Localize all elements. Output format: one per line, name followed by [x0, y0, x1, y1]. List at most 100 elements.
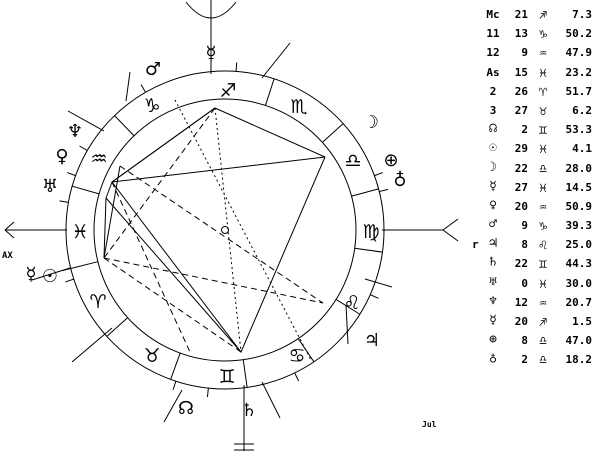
row-sign-icon: ♒	[539, 46, 547, 62]
table-row: ♀20♒50.9	[472, 198, 597, 219]
row-sign-icon: ♑	[539, 219, 547, 235]
sign-divider	[170, 352, 181, 380]
node-icon: ☊	[178, 398, 194, 419]
sign-aquarius-icon: ♒	[90, 148, 107, 170]
part-of-fortune-icon: ♁	[393, 170, 406, 191]
planet-tick	[140, 84, 146, 93]
sign-divider	[297, 338, 315, 363]
sign-aries-icon: ♈	[89, 291, 106, 313]
row-degrees: 29	[514, 142, 528, 156]
table-row: ☿20♐1.5	[472, 313, 597, 334]
jupiter-icon: ♃	[364, 330, 380, 351]
row-sign-icon: ♎	[539, 161, 547, 177]
row-degrees: 22	[514, 257, 528, 271]
row-minutes: 6.2	[572, 103, 592, 117]
row-sign-icon: ♓	[539, 142, 547, 158]
row-sign-icon: ♑	[539, 27, 547, 43]
row-sign-icon: ♈	[539, 84, 547, 100]
sign-divider	[265, 78, 275, 106]
row-minutes: 4.1	[572, 142, 592, 156]
planet-ticks	[59, 62, 389, 398]
row-label: 3	[489, 103, 497, 117]
row-degrees: 0	[521, 276, 528, 290]
table-row: r♃8♌25.0	[472, 236, 597, 257]
row-minutes: 50.2	[565, 27, 593, 41]
planet-tick	[374, 172, 384, 177]
table-row: ♂9♑39.3	[472, 217, 597, 238]
row-label: As	[486, 65, 500, 79]
sign-taurus-icon: ♉	[143, 345, 160, 367]
sign-divider	[242, 359, 248, 388]
row-minutes: 25.0	[565, 238, 593, 252]
sign-divider	[351, 188, 379, 197]
row-sign-icon: ♓	[539, 180, 547, 196]
planet-tick	[235, 62, 238, 72]
row-label: 12	[486, 46, 500, 60]
sign-divider	[72, 185, 100, 195]
descendant-fork	[442, 218, 459, 231]
row-minutes: 18.2	[565, 353, 593, 367]
planet-tick	[206, 388, 209, 398]
row-minutes: 53.3	[565, 123, 593, 137]
table-row: ♅0♓30.0	[472, 275, 597, 296]
row-sign-icon: ♒	[539, 199, 547, 215]
planet-tick	[59, 200, 69, 203]
zodiac-inner-ring	[93, 98, 357, 362]
sign-glyphs: ♐ ♏ ♎ ♍ ♌ ♋ ♊ ♉ ♈ ♓ ♒ ♑	[71, 80, 379, 388]
saturn-icon: ♄	[241, 400, 257, 421]
row-planet-icon: ☊	[489, 121, 497, 137]
row-degrees: 22	[514, 161, 528, 175]
row-label: Mc	[486, 8, 500, 21]
row-minutes: 39.3	[565, 219, 593, 233]
moon-icon: ☽	[363, 112, 379, 133]
planet-tick	[379, 188, 389, 193]
row-sign-icon: ♎	[539, 334, 547, 350]
row-planet-icon: ♆	[489, 293, 497, 309]
row-minutes: 20.7	[565, 295, 593, 309]
row-minutes: 23.2	[565, 65, 593, 79]
sun-icon: ☉	[42, 266, 58, 287]
row-planet-icon: ☽	[489, 159, 497, 175]
sign-scorpio-icon: ♏	[290, 96, 307, 118]
table-row: ⊕8♎47.0	[472, 332, 597, 353]
table-row: ☊2♊53.3	[472, 121, 597, 142]
row-planet-icon: ☉	[489, 140, 497, 156]
row-sign-icon: ♐	[539, 8, 547, 23]
row-minutes: 51.7	[565, 84, 593, 98]
row-degrees: 9	[521, 219, 528, 233]
sign-divider	[335, 298, 361, 315]
row-minutes: 47.0	[565, 334, 593, 348]
sign-divider	[114, 115, 135, 137]
row-minutes: 44.3	[565, 257, 593, 271]
table-row: ♆ 12 ♒ 20.7	[472, 293, 597, 315]
sign-cancer-icon: ♋	[288, 345, 305, 367]
row-degrees: 12	[514, 295, 528, 309]
planet-tick	[65, 278, 74, 283]
sign-divider	[106, 317, 128, 337]
row-label: 2	[489, 84, 497, 98]
sign-virgo-icon: ♍	[362, 221, 379, 243]
midheaven-arc	[185, 1, 237, 19]
row-minutes: 1.5	[572, 315, 592, 328]
row-minutes: 50.9	[565, 199, 593, 213]
venus-icon: ♀	[55, 146, 68, 167]
sign-libra-icon: ♎	[344, 150, 361, 172]
row-sign-icon: ♊	[539, 123, 547, 139]
row-planet-icon: ♃	[489, 236, 497, 252]
planet-tick	[66, 172, 76, 177]
row-planet-icon: ♄	[489, 255, 497, 271]
planet-glyphs: ☿ ♂ ♆ ♀ ♅ ☽ ⊕ ♁ ♃ ☊ ♄ ☿ ☉	[25, 43, 406, 421]
table-row: ♄22♊44.3	[472, 255, 597, 276]
row-degrees: 9	[521, 46, 528, 60]
row-sign-icon: ♒	[539, 295, 547, 311]
earth-icon: ⊕	[383, 150, 398, 171]
sign-sagittarius-icon: ♐	[219, 80, 236, 102]
row-minutes: 28.0	[565, 161, 593, 175]
row-degrees: 2	[521, 353, 528, 367]
